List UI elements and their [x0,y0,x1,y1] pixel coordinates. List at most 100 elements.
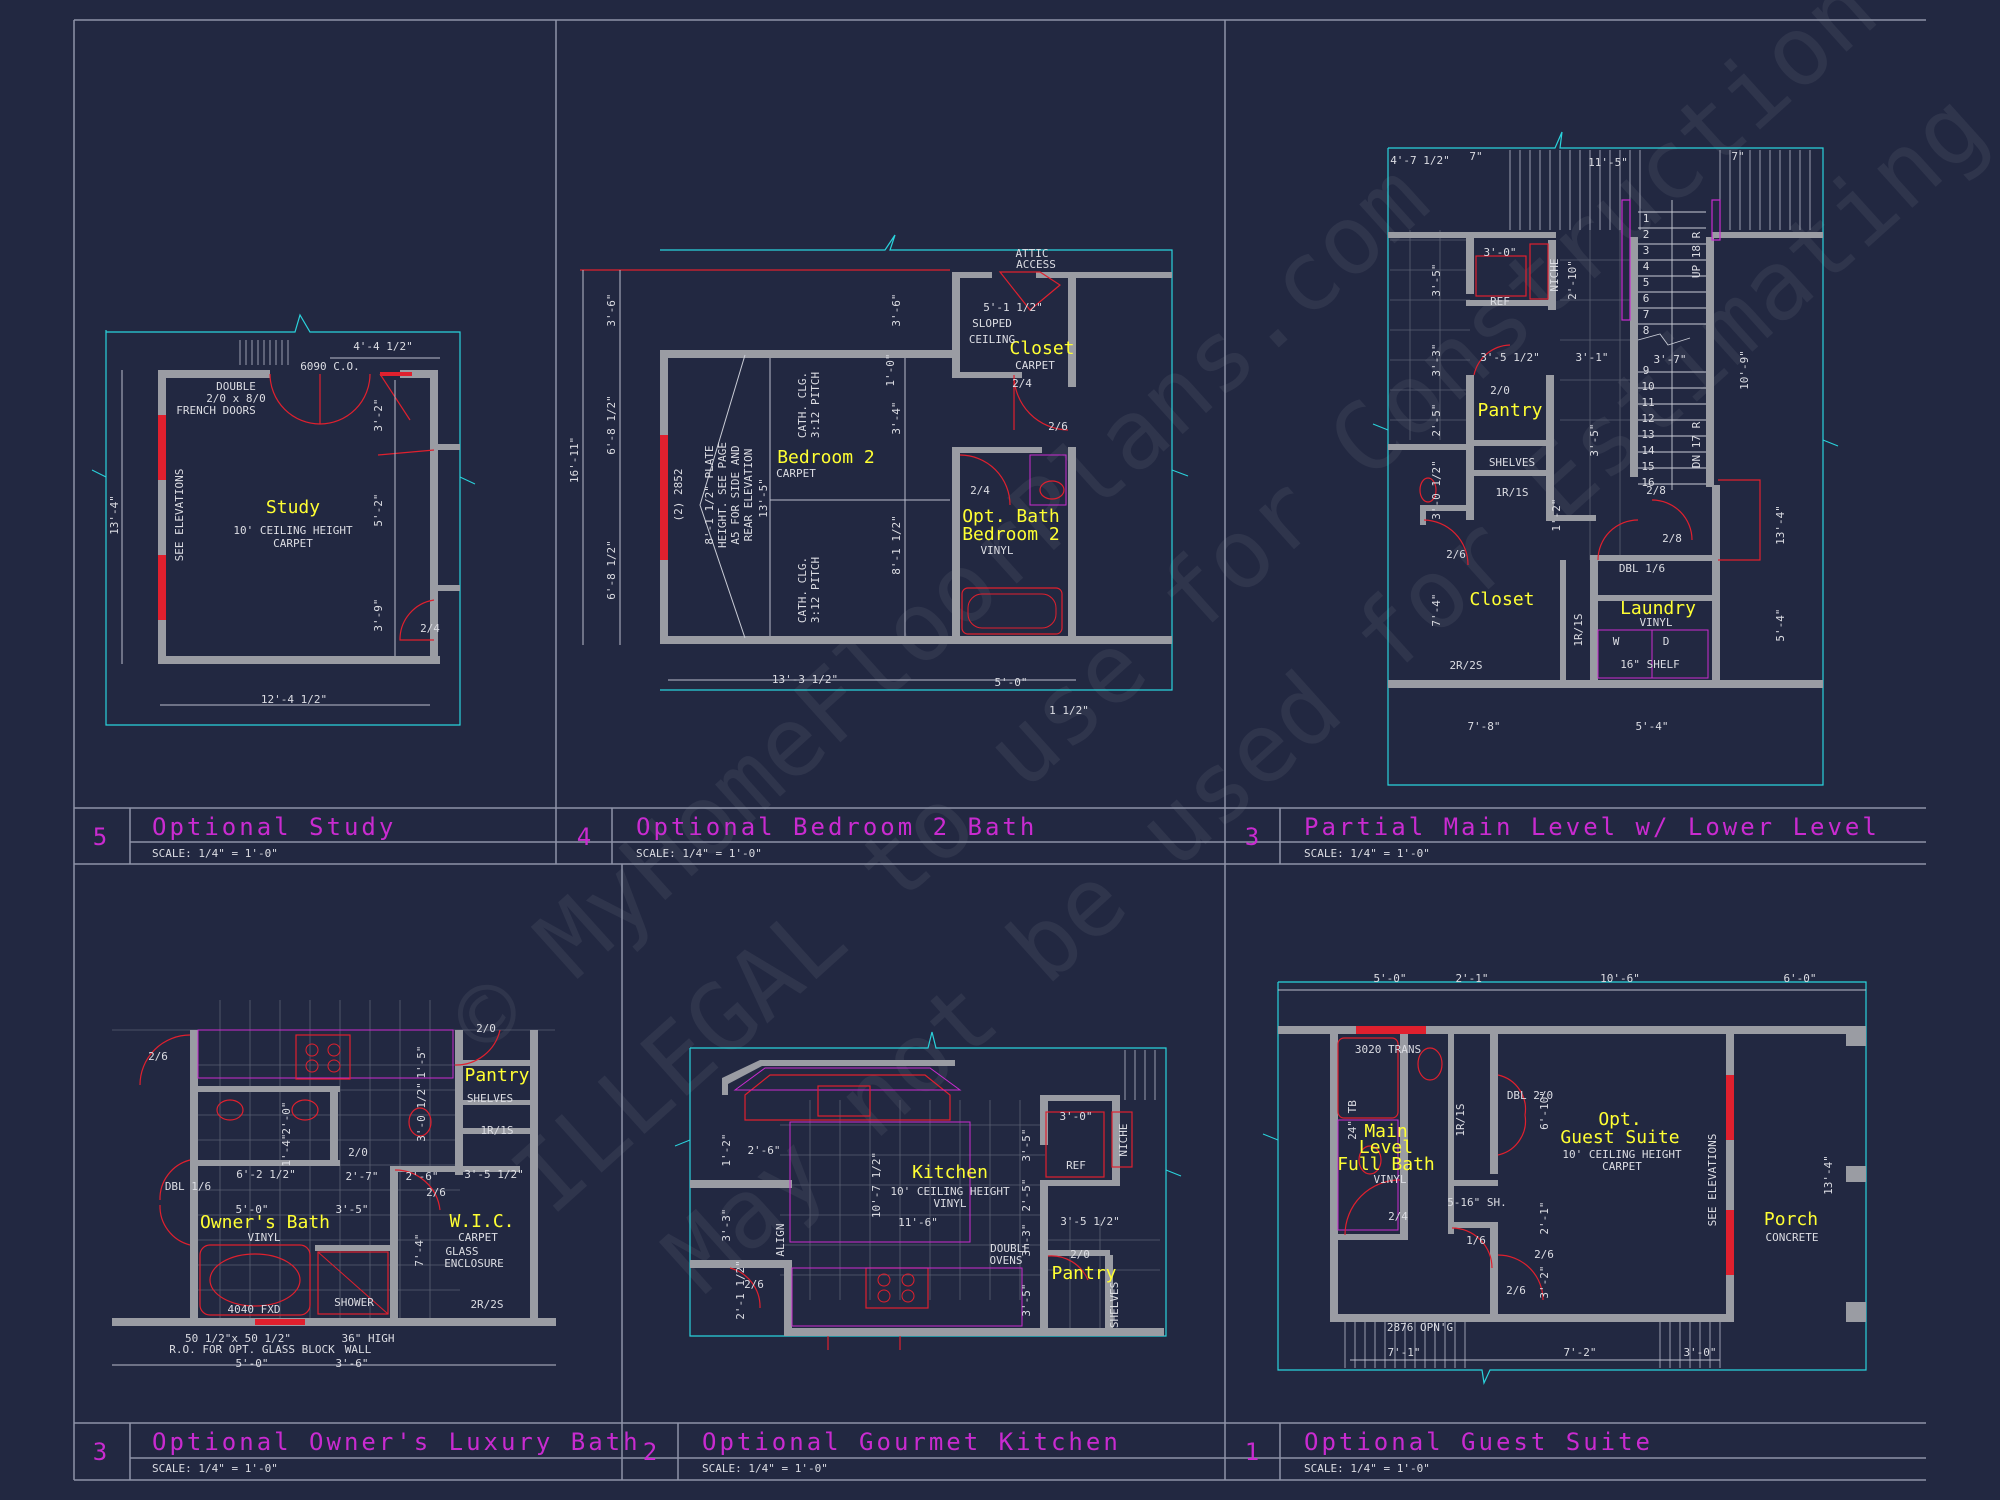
sloped-label: CEILING [969,333,1015,346]
glass-block-note: 50 1/2"x 50 1/2" [185,1332,291,1345]
door-tag: 2/6 [1446,548,1466,561]
dimension: 5'-0" [235,1357,268,1370]
opening-label: 6090 C.O. [300,360,360,373]
room-label-closet: Closet [1009,338,1074,359]
window-tag: (2) 2852 [672,469,685,522]
opening-label: 2876 OPN'G [1387,1321,1453,1334]
door-tag: 2/0 [476,1022,496,1035]
dimension: 6'-8 1/2" [605,540,618,600]
plate-note: 8'-1 1/2" PLATE [703,445,716,544]
dimension: 5'-2" [372,493,385,526]
dimension: 2'-7" [345,1170,378,1183]
shelf-code: 1R/1S [1495,486,1528,499]
room-label-kitchen: Kitchen [912,1162,988,1183]
room-floor: VINYL [1373,1173,1406,1186]
dimension: 2'-10" [1566,260,1579,300]
dimension: 11'-6" [898,1216,938,1229]
room-label-guest-suite: Opt. [1598,1109,1641,1130]
dbl-door-tag: DBL 1/6 [165,1180,211,1193]
dimension: 3'-5" [1588,423,1601,456]
room-floor: VINYL [1639,616,1672,629]
room-floor: CARPET [458,1231,498,1244]
dimension: 3'-3" [720,1208,733,1241]
dimension: 5'-0" [994,676,1027,689]
shelf-code: 2R/2S [1449,659,1482,672]
dimension: 3'-0" [1483,246,1516,259]
dimension: 7'-2" [1563,1346,1596,1359]
dimension: 1'-5" [415,1045,428,1078]
dimension: 7'-8" [1467,720,1500,733]
glass-note: ENCLOSURE [444,1257,504,1270]
room-ceiling: 10' CEILING HEIGHT [233,524,353,537]
room-label-full-bath: Full Bath [1337,1154,1435,1175]
dimension: 1'-2" [1550,498,1563,531]
ovens-label: DOUBLE [990,1242,1030,1255]
dimension: 3'-6" [605,293,618,326]
dimension: 13'-5" [757,478,770,518]
panel-scale: SCALE: 1/4" = 1'-0" [1304,847,1430,860]
dimension: 6'-8 1/2" [605,395,618,455]
panel-scale: SCALE: 1/4" = 1'-0" [152,1462,278,1475]
dimension: 3'-2" [372,398,385,431]
panel-number: 2 [643,1438,657,1466]
cathedral-note: CATH. CLG. [796,372,809,438]
door-tag: 2/4 [1012,377,1032,390]
panel-title: Optional Owner's Luxury Bath [152,1428,641,1456]
panel-title: Partial Main Level w/ Lower Level [1304,813,1880,841]
room-floor: CARPET [1602,1160,1642,1173]
title-block-study: 5 Optional Study SCALE: 1/4" = 1'-0" [93,813,394,860]
room-ceiling: 10' CEILING HEIGHT [1562,1148,1682,1161]
room-label-owners-bath: Owner's Bath [200,1212,330,1233]
room-floor: CONCRETE [1766,1231,1819,1244]
dimension: 3'-0" [1059,1110,1092,1123]
niche-label: NICHE [1548,258,1561,291]
stair-step: 16 [1641,476,1654,489]
stair-step: 1 [1643,212,1650,225]
room-label-opt-bath: Opt. Bath [962,506,1060,527]
dimension: 1'-0" [884,353,897,386]
dimension: 2'-1 1/2" [734,1260,747,1320]
window-tag: 3020 TRANS [1355,1043,1421,1056]
dimension: 3'-0" [1683,1346,1716,1359]
dimension: 3'-5 1/2" [1480,351,1540,364]
dimension: 10'-7 1/2" [870,1152,883,1218]
dimension: 5'-0" [1373,972,1406,985]
dimension: 3'-7" [1653,353,1686,366]
window-tag: 4040 FXD [228,1303,281,1316]
dimension: 3'-6" [335,1357,368,1370]
sloped-label: SLOPED [972,317,1012,330]
shelves-label: SHELVES [1108,1282,1121,1328]
plan-optional-study: Study 10' CEILING HEIGHT CARPET DOUBLE 2… [91,313,476,726]
dbl-door-tag: DBL 2/0 [1507,1089,1553,1102]
door-tag: 2/4 [1388,1210,1408,1223]
stair-step: 3 [1643,244,1650,257]
panel-number: 3 [93,1438,107,1466]
stair-step: 6 [1643,292,1650,305]
plate-note: REAR ELEVATION [742,449,755,542]
glass-block-note: R.O. FOR OPT. GLASS BLOCK [169,1343,335,1356]
attic-label: ACCESS [1016,258,1056,271]
dimension: 2'-6" [747,1144,780,1157]
door-note: 2/0 x 8/0 [206,392,266,405]
niche-label: NICHE [1117,1123,1130,1156]
dimension: 5'-1 1/2" [983,301,1043,314]
panel-title: Optional Bedroom 2 Bath [636,813,1037,841]
door-note: FRENCH DOORS [176,404,255,417]
stair-step: 14 [1641,444,1655,457]
shelf-code: 2R/2S [470,1298,503,1311]
dimension: 3'-3" [1430,343,1443,376]
dimension: 2'-6" [405,1170,438,1183]
dimension: 13'-3 1/2" [772,673,838,686]
dimension: 3'-5" [335,1203,368,1216]
stair-numbers: 1 2 3 4 5 6 7 8 9 10 11 12 13 14 15 16 [1641,212,1655,489]
room-floor: CARPET [776,467,816,480]
panel-scale: SCALE: 1/4" = 1'-0" [702,1462,828,1475]
shelf-code: 1R/1S [1572,613,1585,646]
dimension: 3'-5" [1020,1283,1033,1316]
room-floor: VINYL [933,1197,966,1210]
stair-step: 4 [1643,260,1650,273]
shelf-label: 5-16" SH. [1447,1196,1507,1209]
dimension: 5'-4" [1774,608,1787,641]
dimension: 7'-1" [1387,1346,1420,1359]
title-block-partial-main: 3 Partial Main Level w/ Lower Level SCAL… [1245,813,1880,860]
